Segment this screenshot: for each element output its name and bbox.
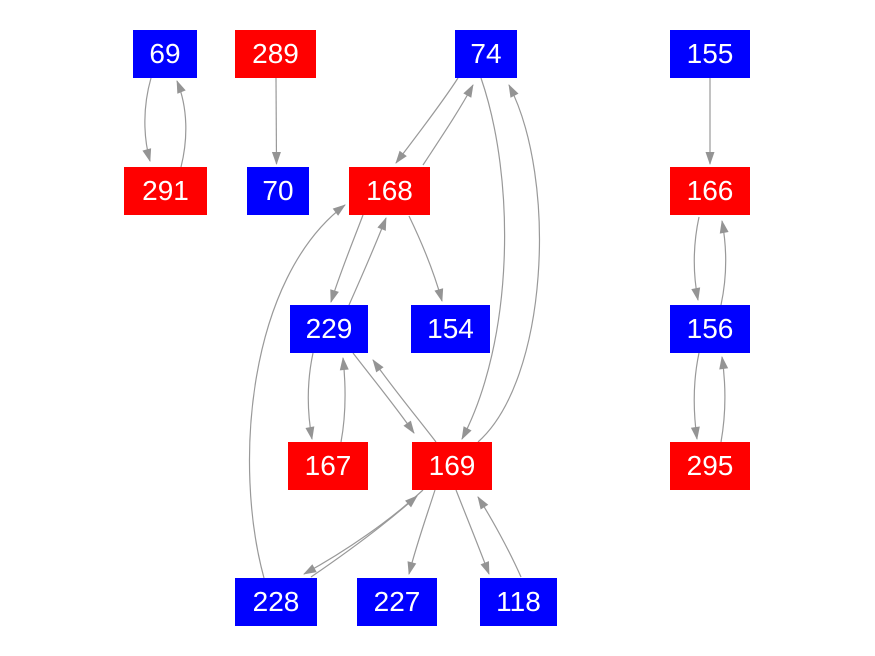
node-69[interactable]: 69 [133, 30, 197, 78]
edge-291-69 [176, 80, 187, 168]
edge-169-229 [372, 359, 437, 443]
node-228[interactable]: 228 [235, 578, 317, 626]
edge-229-169 [352, 352, 415, 434]
node-label: 229 [305, 313, 353, 344]
node-70[interactable]: 70 [247, 167, 309, 215]
edge-169-118 [455, 489, 490, 575]
node-label: 168 [366, 175, 413, 206]
node-168[interactable]: 168 [349, 167, 430, 215]
edge-69-291 [142, 77, 152, 162]
edge-118-169 [477, 496, 522, 578]
node-label: 118 [496, 586, 541, 617]
edge-289-70 [271, 77, 281, 165]
node-227[interactable]: 227 [357, 578, 437, 626]
edge-166-156 [691, 216, 701, 301]
node-155[interactable]: 155 [670, 30, 750, 78]
edge-168-74 [422, 84, 474, 166]
node-74[interactable]: 74 [455, 30, 517, 78]
edge-228-168 [248, 204, 346, 579]
edge-169-74 [477, 84, 541, 443]
edge-74-169 [461, 77, 506, 440]
node-label: 295 [686, 450, 734, 481]
edge-229-168 [348, 217, 387, 306]
node-169[interactable]: 169 [412, 442, 492, 490]
node-118[interactable]: 118 [480, 578, 557, 626]
node-291[interactable]: 291 [124, 167, 207, 215]
node-label: 289 [252, 38, 299, 69]
node-label: 69 [149, 38, 181, 69]
edge-169-228 [303, 489, 424, 575]
node-label: 70 [262, 175, 294, 206]
edge-168-229 [330, 214, 364, 303]
node-154[interactable]: 154 [411, 305, 490, 353]
node-label: 167 [304, 450, 352, 481]
edge-228-169 [310, 495, 418, 578]
node-label: 154 [427, 313, 474, 344]
edge-229-167 [305, 352, 315, 440]
node-label: 166 [686, 175, 734, 206]
node-167[interactable]: 167 [288, 442, 368, 490]
node-166[interactable]: 166 [670, 167, 750, 215]
edge-156-166 [719, 220, 729, 306]
node-label: 228 [252, 586, 300, 617]
edge-168-154 [408, 215, 444, 302]
node-label: 291 [142, 175, 189, 206]
node-label: 74 [470, 38, 502, 69]
edge-295-156 [719, 356, 729, 443]
node-label: 155 [686, 38, 734, 69]
node-label: 169 [428, 450, 476, 481]
edge-74-168 [395, 77, 459, 164]
edge-169-227 [407, 489, 436, 575]
node-229[interactable]: 229 [290, 305, 368, 353]
node-156[interactable]: 156 [670, 305, 750, 353]
node-295[interactable]: 295 [670, 442, 750, 490]
node-label: 156 [686, 313, 734, 344]
edge-156-295 [690, 352, 700, 440]
edge-167-229 [339, 357, 349, 443]
node-289[interactable]: 289 [235, 30, 316, 78]
node-label: 227 [373, 586, 421, 617]
